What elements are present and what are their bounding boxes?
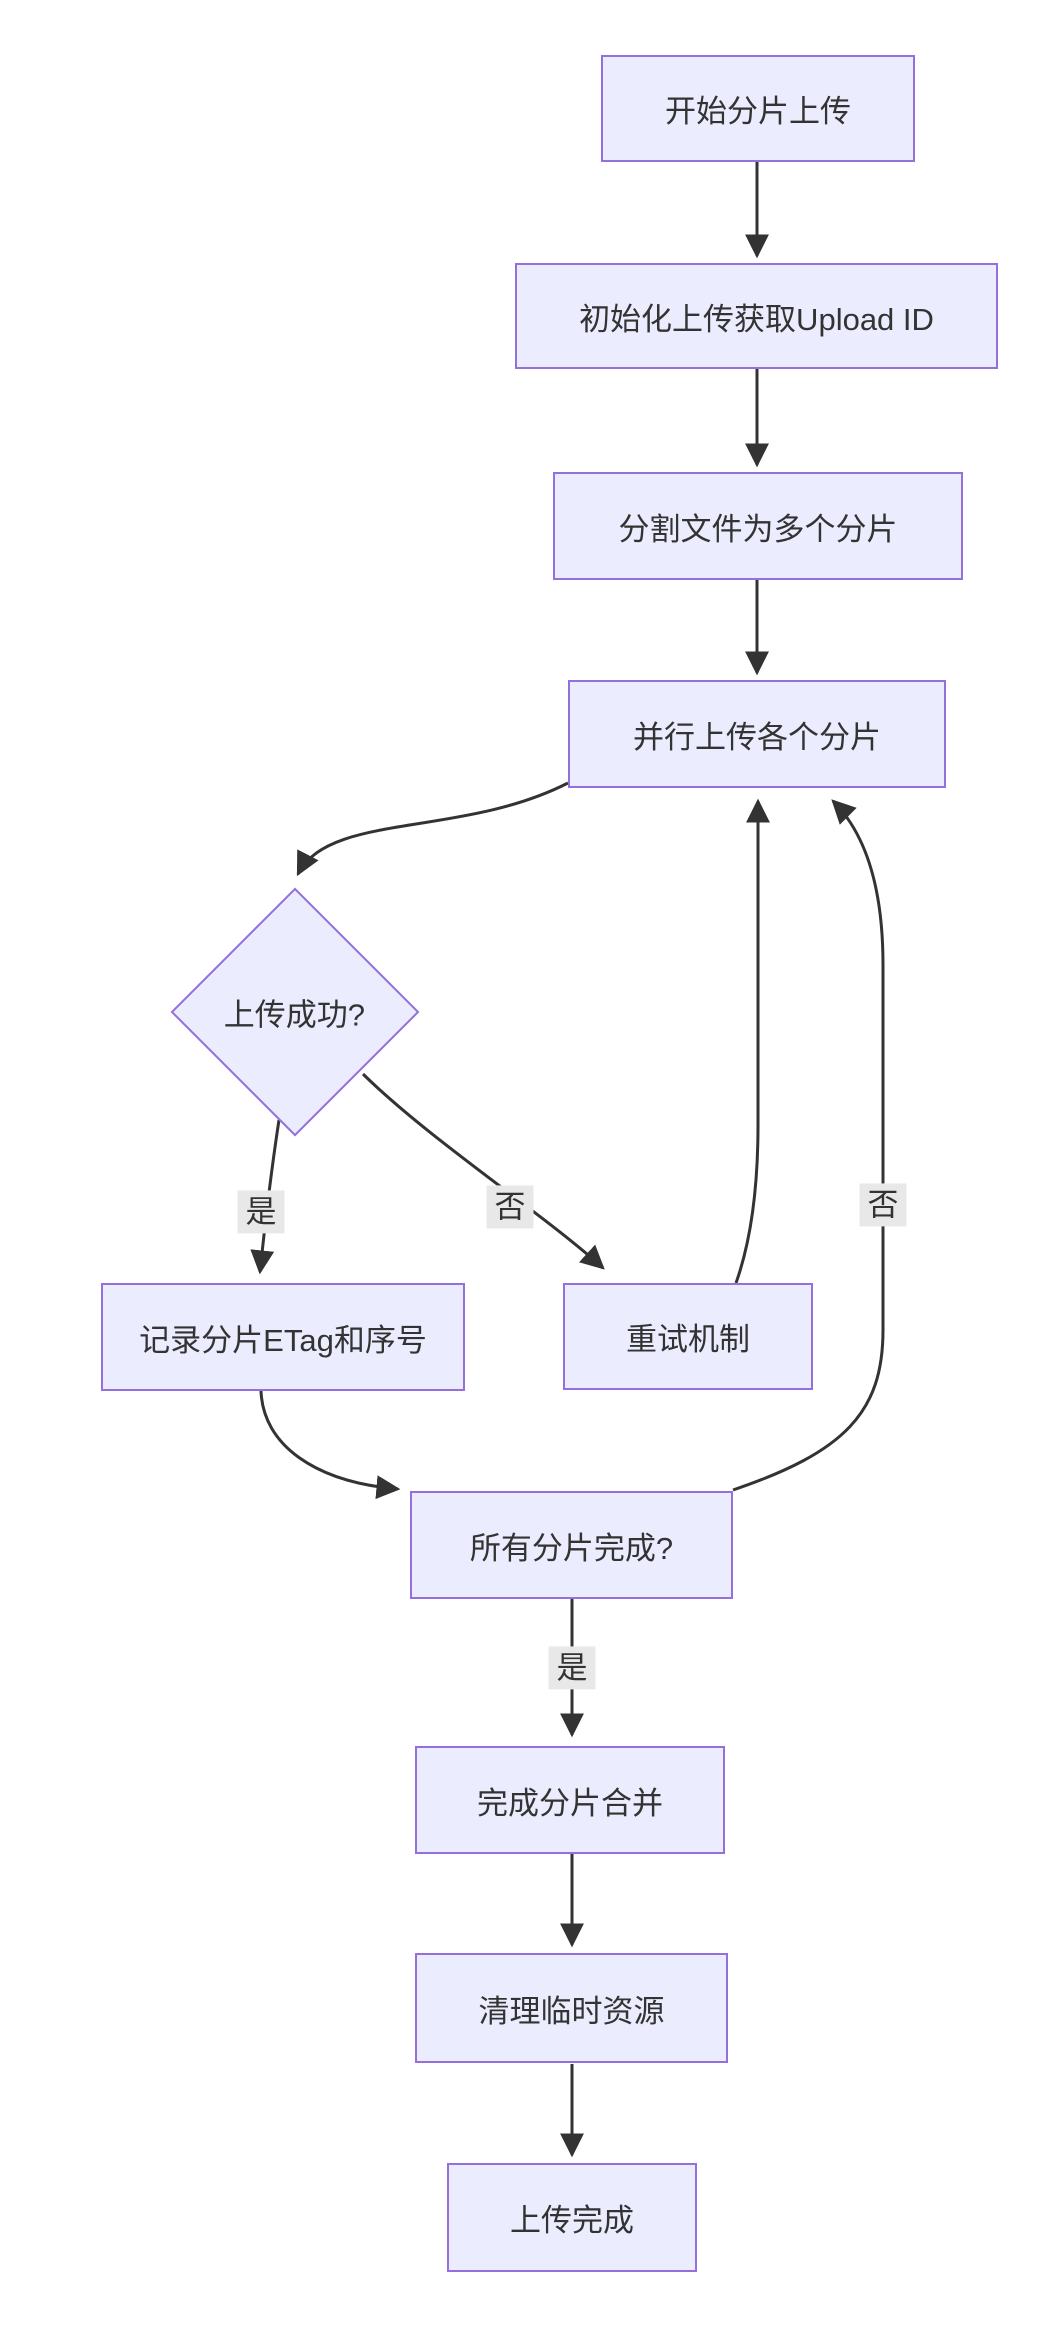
edge-decision-no-to-retry xyxy=(361,1072,605,1270)
node-init-upload-id: 初始化上传获取Upload ID xyxy=(515,263,998,369)
edge-record-to-alldone xyxy=(259,1390,401,1500)
node-start: 开始分片上传 xyxy=(601,55,915,162)
node-upload-complete: 上传完成 xyxy=(447,2163,697,2272)
edge-label-no-loop: 否 xyxy=(859,1183,907,1227)
edge-label-yes-alldone: 是 xyxy=(548,1646,596,1690)
node-record-etag: 记录分片ETag和序号 xyxy=(101,1283,465,1391)
node-all-chunks-done: 所有分片完成? xyxy=(410,1491,733,1599)
edge-alldone-no-to-parallel xyxy=(732,799,885,1492)
edge-label-yes-decision: 是 xyxy=(237,1190,285,1234)
node-cleanup: 清理临时资源 xyxy=(415,1953,728,2063)
decision-upload-success-label: 上传成功? xyxy=(224,997,366,1033)
node-split-file: 分割文件为多个分片 xyxy=(553,472,963,580)
node-retry: 重试机制 xyxy=(563,1283,813,1390)
edge-retry-to-parallel xyxy=(734,798,770,1284)
edge-parallel-to-decision xyxy=(296,781,569,877)
node-complete-merge: 完成分片合并 xyxy=(415,1746,725,1854)
node-parallel-upload: 并行上传各个分片 xyxy=(568,680,946,788)
edge-label-no-decision: 否 xyxy=(486,1185,534,1229)
